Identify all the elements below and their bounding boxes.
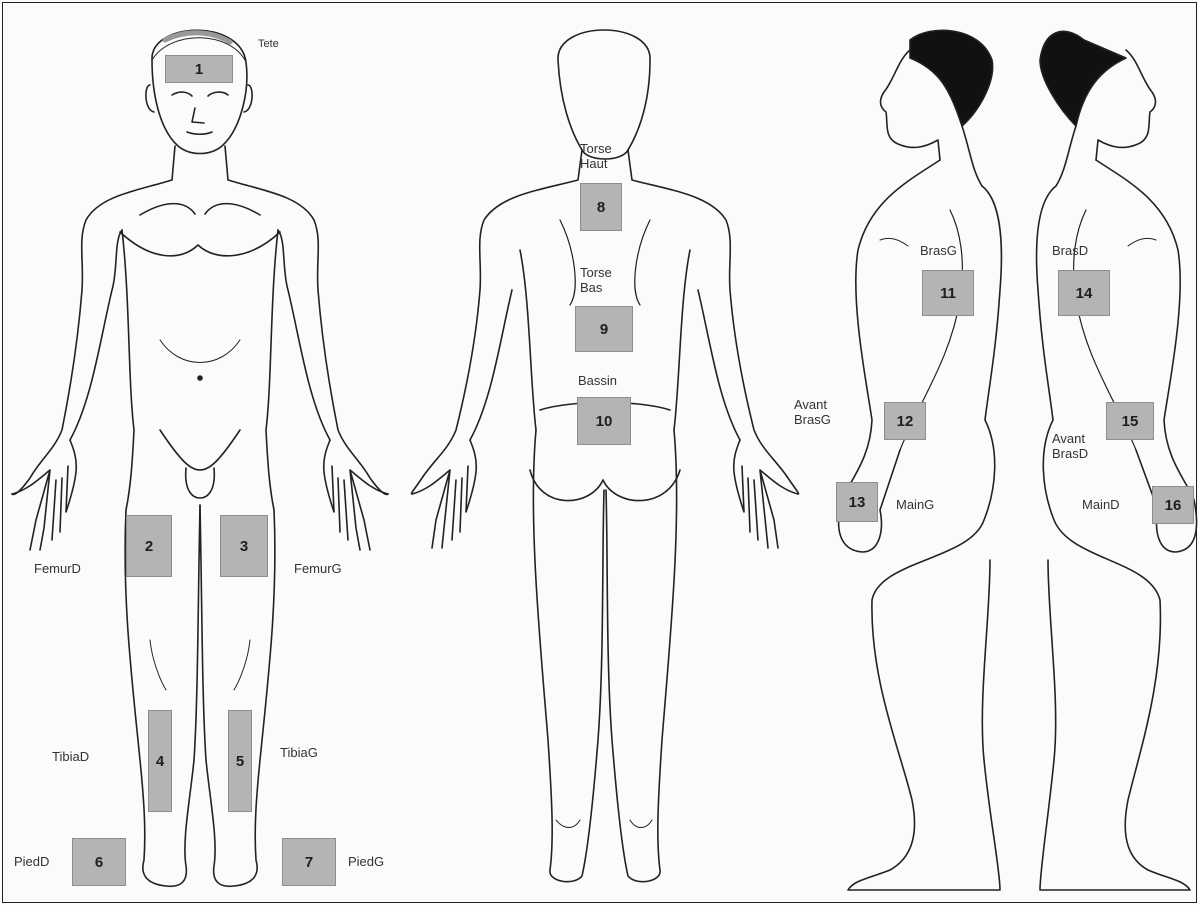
zone-box-5[interactable]: 5 bbox=[228, 710, 252, 812]
zone-label-2: FemurD bbox=[34, 562, 81, 577]
zone-label-8-line1: Torse bbox=[580, 142, 612, 157]
zone-label-15-line2: BrasD bbox=[1052, 447, 1088, 462]
zone-label-3: FemurG bbox=[294, 562, 342, 577]
zone-label-12: Avant BrasG bbox=[794, 398, 831, 428]
zone-label-9-line1: Torse bbox=[580, 266, 612, 281]
side-figure-left bbox=[839, 30, 1002, 890]
zone-label-6: PiedD bbox=[14, 855, 49, 870]
zone-label-1: Tete bbox=[258, 38, 279, 51]
zone-label-12-line1: Avant bbox=[794, 398, 831, 413]
zone-label-14: BrasD bbox=[1052, 244, 1088, 259]
zone-box-12[interactable]: 12 bbox=[884, 402, 926, 440]
zone-label-11: BrasG bbox=[920, 244, 957, 259]
zone-label-9: Torse Bas bbox=[580, 266, 612, 296]
zone-label-12-line2: BrasG bbox=[794, 413, 831, 428]
zone-label-5: TibiaG bbox=[280, 746, 318, 761]
zone-label-4: TibiaD bbox=[52, 750, 89, 765]
zone-label-15-line1: Avant bbox=[1052, 432, 1088, 447]
zone-box-1[interactable]: 1 bbox=[165, 55, 233, 83]
zone-label-8-line2: Haut bbox=[580, 157, 612, 172]
zone-label-13: MainG bbox=[896, 498, 934, 513]
zone-box-14[interactable]: 14 bbox=[1058, 270, 1110, 316]
zone-label-15: Avant BrasD bbox=[1052, 432, 1088, 462]
zone-box-16[interactable]: 16 bbox=[1152, 486, 1194, 524]
zone-box-2[interactable]: 2 bbox=[126, 515, 172, 577]
zone-box-6[interactable]: 6 bbox=[72, 838, 126, 886]
zone-box-4[interactable]: 4 bbox=[148, 710, 172, 812]
zone-box-3[interactable]: 3 bbox=[220, 515, 268, 577]
zone-label-10: Bassin bbox=[578, 374, 617, 389]
zone-label-9-line2: Bas bbox=[580, 281, 612, 296]
zone-box-9[interactable]: 9 bbox=[575, 306, 633, 352]
zone-box-8[interactable]: 8 bbox=[580, 183, 622, 231]
zone-box-7[interactable]: 7 bbox=[282, 838, 336, 886]
zone-box-15[interactable]: 15 bbox=[1106, 402, 1154, 440]
zone-label-16: MainD bbox=[1082, 498, 1120, 513]
zone-box-11[interactable]: 11 bbox=[922, 270, 974, 316]
zone-box-13[interactable]: 13 bbox=[836, 482, 878, 522]
zone-label-8: Torse Haut bbox=[580, 142, 612, 172]
zone-box-10[interactable]: 10 bbox=[577, 397, 631, 445]
zone-label-7: PiedG bbox=[348, 855, 384, 870]
